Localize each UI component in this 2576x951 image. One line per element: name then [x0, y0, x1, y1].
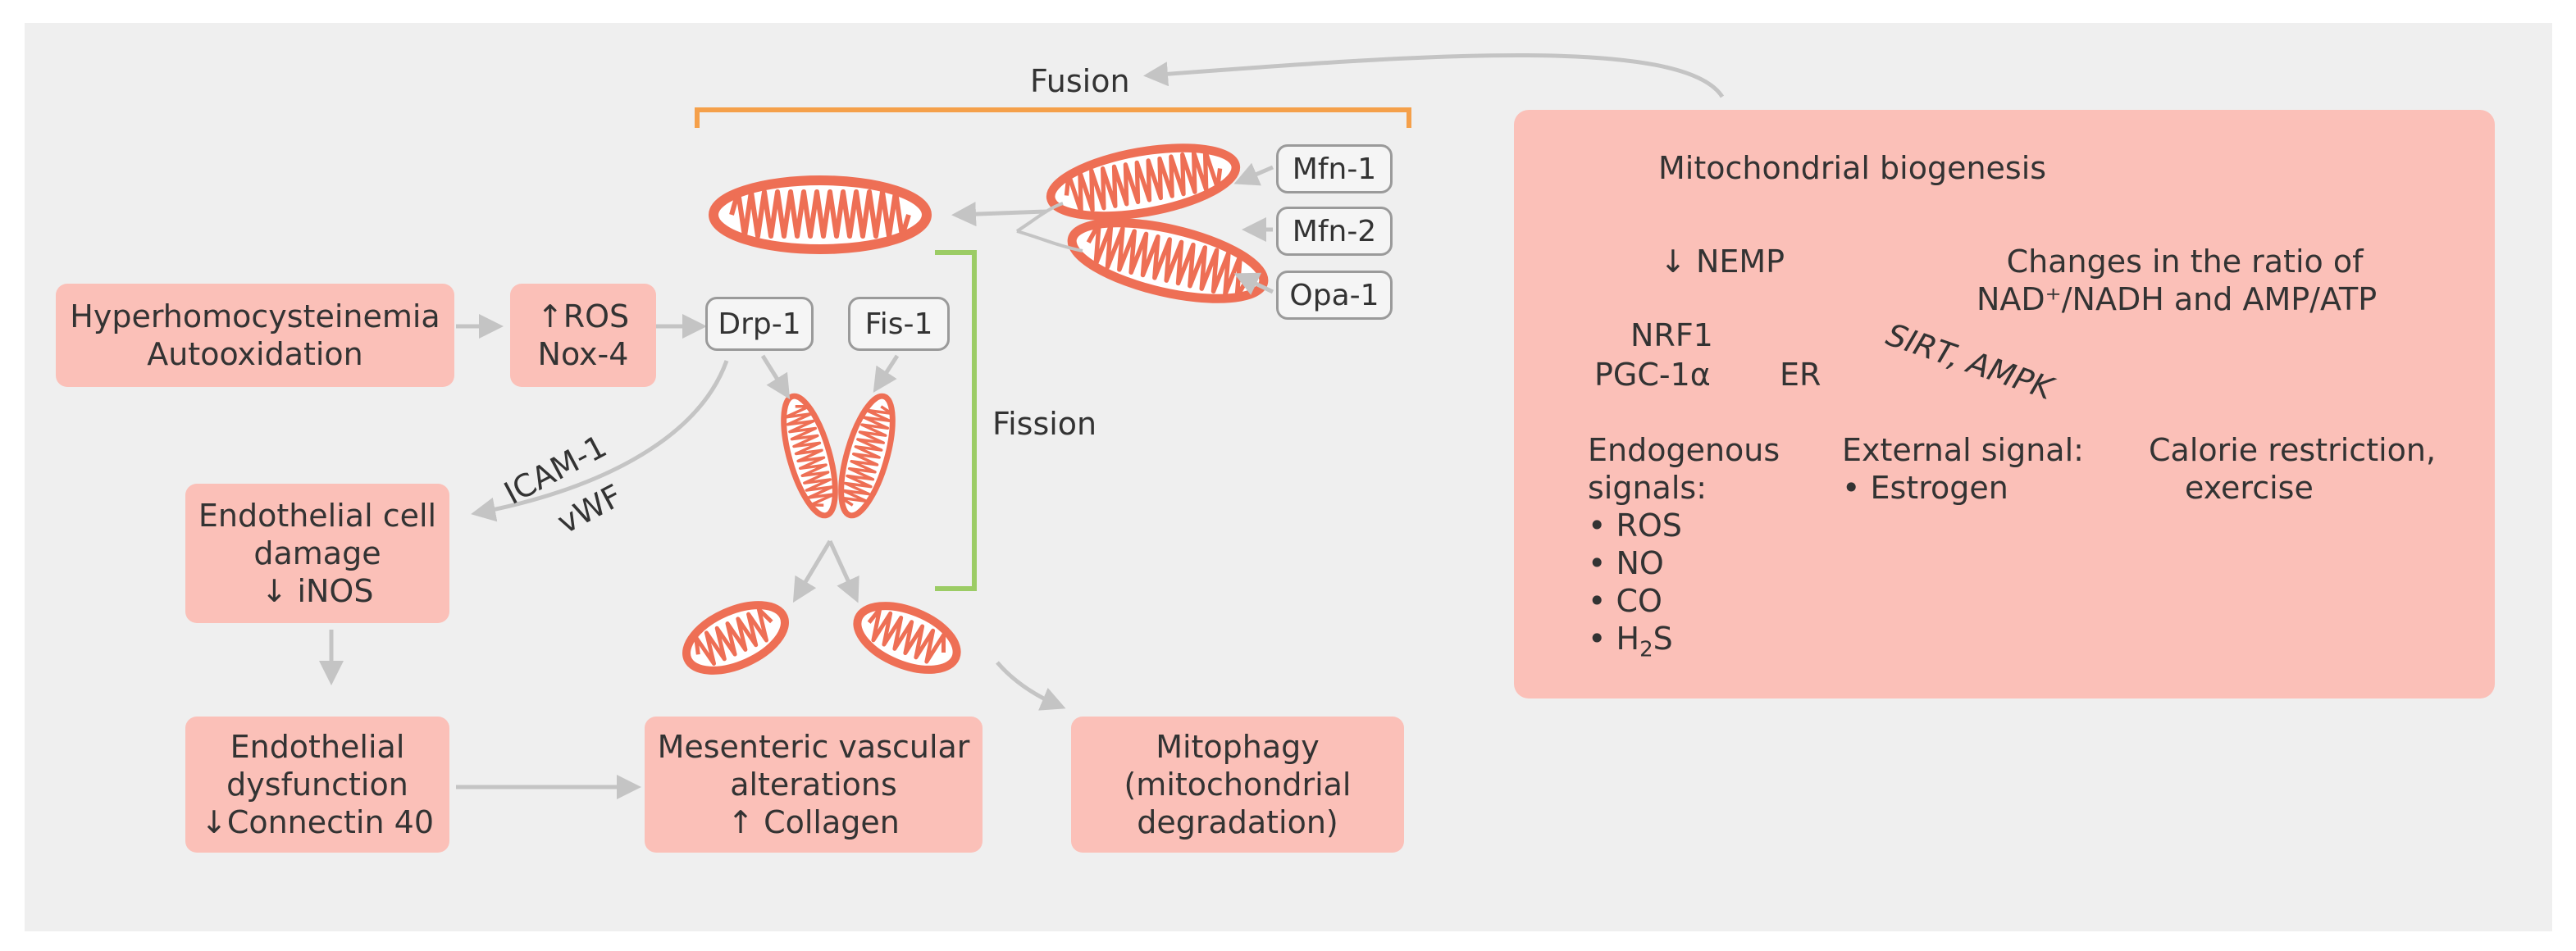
hyperhomocysteinemia-box: Hyperhomocysteinemia Autooxidation — [56, 284, 454, 387]
fusion-bracket — [695, 107, 1411, 128]
fission-bracket — [935, 250, 977, 591]
opa1-pill: Opa-1 — [1276, 271, 1393, 320]
mitophagy-box: Mitophagy (mitochondrial degradation) — [1071, 717, 1404, 853]
external-line1: External signal: — [1842, 432, 2084, 468]
nemp-label: ↓ NEMP — [1660, 243, 1785, 280]
endogenous-line2: signals: — [1588, 470, 1707, 506]
ratio-line2: NAD⁺/NADH and AMP/ATP — [1976, 281, 2378, 317]
daughter-mitochondrion-right — [848, 593, 965, 682]
collagen-text: Collagen — [764, 804, 900, 840]
mitophagy-line1: Mitophagy — [1156, 729, 1320, 765]
mesenteric-line1: Mesenteric vascular — [657, 729, 970, 765]
down-arrow-icon: ↓ — [200, 804, 227, 840]
fused-mitochondrion — [714, 180, 927, 249]
mitophagy-line3: degradation) — [1137, 804, 1338, 840]
mesenteric-vascular-box: Mesenteric vascular alterations ↑ Collag… — [645, 717, 983, 853]
fission-label: Fission — [992, 406, 1097, 442]
endogenous-co: • CO — [1588, 583, 1662, 619]
ratio-label: Changes in the ratio of NAD⁺/NADH and AM… — [1976, 243, 2377, 318]
biogenesis-panel — [1514, 110, 2495, 698]
calorie-line2: exercise — [2185, 470, 2314, 506]
endothelial-damage-box: Endothelial cell damage ↓ iNOS — [185, 484, 449, 623]
mfn1-pill: Mfn-1 — [1276, 144, 1393, 193]
mitochondrion-top — [1046, 136, 1241, 229]
hyperhomo-line1: Hyperhomocysteinemia — [70, 298, 440, 334]
mesenteric-line2: alterations — [730, 767, 897, 803]
endogenous-h2s: • H2S — [1588, 620, 1780, 669]
h2s-prefix: • H — [1588, 621, 1640, 657]
calorie-line1: Calorie restriction, — [2149, 432, 2437, 468]
endogenous-signals: Endogenous signals: • ROS • NO • CO • H2… — [1588, 431, 1780, 669]
external-signal: External signal: • Estrogen — [1842, 431, 2084, 507]
mfn2-pill: Mfn-2 — [1276, 207, 1393, 256]
nemp-text: NEMP — [1695, 243, 1785, 280]
calorie-restriction: Calorie restriction, exercise — [2149, 431, 2436, 507]
mesenteric-line3: ↑ Collagen — [727, 803, 900, 841]
h2s-subscript: 2 — [1639, 637, 1653, 662]
up-arrow-icon: ↑ — [536, 298, 563, 334]
endo-dys-line2: dysfunction — [226, 767, 408, 803]
endogenous-ros: • ROS — [1588, 507, 1682, 544]
mitochondrion-bottom — [1065, 207, 1270, 313]
er-label: ER — [1780, 357, 1821, 393]
hyperhomo-line2: Autooxidation — [147, 336, 363, 372]
dividing-mitochondrion-left — [773, 391, 846, 521]
endo-damage-line3: ↓ iNOS — [262, 572, 374, 610]
drp1-pill: Drp-1 — [705, 297, 814, 351]
h2s-suffix: S — [1653, 621, 1673, 657]
mitophagy-line2: (mitochondrial — [1124, 767, 1352, 803]
up-arrow-icon: ↑ — [727, 804, 754, 840]
biogenesis-title: Mitochondrial biogenesis — [1658, 150, 2047, 186]
endo-damage-line2: damage — [253, 535, 381, 571]
ratio-line1: Changes in the ratio of — [2006, 243, 2364, 280]
fusion-label: Fusion — [1030, 63, 1130, 99]
ros-line1: ↑ROS — [537, 298, 629, 335]
fis1-pill: Fis-1 — [848, 297, 950, 351]
external-line2: • Estrogen — [1842, 470, 2008, 506]
down-arrow-icon: ↓ — [261, 573, 288, 609]
dividing-mitochondrion-right — [831, 391, 903, 521]
ros-line2: Nox-4 — [537, 336, 629, 372]
endo-damage-line1: Endothelial cell — [198, 498, 437, 534]
pgc-label: PGC-1α — [1594, 357, 1711, 393]
ros-box: ↑ROS Nox-4 — [510, 284, 656, 387]
down-arrow-icon: ↓ — [1660, 243, 1686, 280]
fusion-arrow — [1143, 53, 1725, 98]
endo-dys-line3: ↓Connectin 40 — [201, 803, 434, 841]
endogenous-line1: Endogenous — [1588, 432, 1780, 468]
nrf1-label: NRF1 — [1630, 317, 1713, 353]
endo-dys-line1: Endothelial — [230, 729, 405, 765]
connectin-text: Connectin 40 — [226, 804, 435, 840]
daughter-mitochondrion-left — [677, 592, 795, 684]
endothelial-dysfunction-box: Endothelial dysfunction ↓Connectin 40 — [185, 717, 449, 853]
endogenous-no: • NO — [1588, 545, 1664, 581]
inos-text: iNOS — [297, 573, 374, 609]
ros-text: ROS — [563, 298, 630, 334]
